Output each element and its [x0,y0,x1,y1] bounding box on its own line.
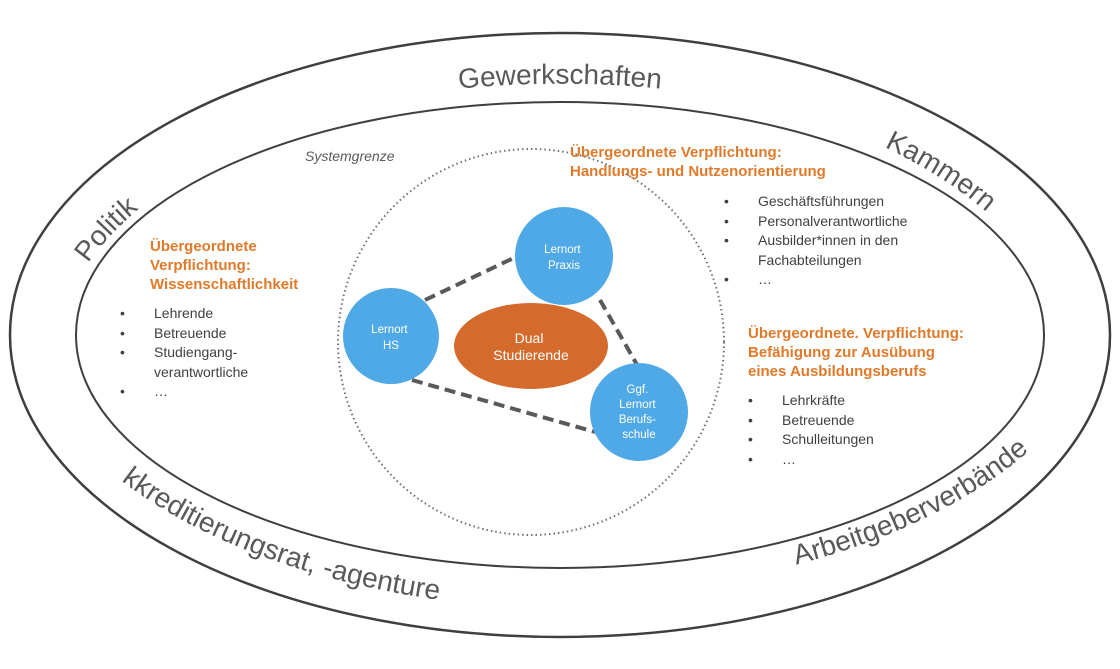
list-item: … [744,450,964,470]
system-boundary-label: Systemgrenze [305,148,395,164]
connector-praxis-berufsschule [598,299,642,371]
node-lernort-hs-label: Lernort HS [371,324,411,352]
heading-wissenschaftlichkeit: Übergeordnete Verpflichtung: Wissenschaf… [150,238,299,293]
node-lernort-hs [343,288,439,384]
system-boundary-circle [337,148,725,536]
node-lernort-praxis-label: Lernort Praxis [544,244,584,272]
list-item: Studiengang-verantwortliche [116,343,298,382]
list-item: Schulleitungen [744,430,964,450]
node-lernort-berufsschule [590,363,688,461]
list-ausbildungsberuf: Lehrkräfte Betreuende Schulleitungen … [744,391,964,469]
list-item: Lehrkräfte [744,391,964,411]
list-item: Geschäftsführungen [720,192,907,212]
connector-hs-praxis [424,253,521,302]
list-item: … [116,382,298,402]
block-wissenschaftlichkeit: Übergeordnete Verpflichtung: Wissenschaf… [120,237,299,402]
node-lernort-berufsschule-label: Ggf. Lernort Berufs- schule [619,384,659,441]
list-item: Personalverantwortliche [720,212,907,232]
connector-hs-berufsschule [411,378,596,434]
heading-ausbildungsberuf: Übergeordnete. Verpflichtung: Befähigung… [748,325,964,380]
block-handlungsorientierung: Übergeordnete Verpflichtung: Handlungs- … [570,143,907,290]
list-item: Betreuende [116,324,298,344]
list-handlungsorientierung: Geschäftsführungen Personalverantwortlic… [720,192,907,290]
list-item: Betreuende [744,411,964,431]
block-ausbildungsberuf: Übergeordnete. Verpflichtung: Befähigung… [748,324,964,469]
node-dual-studierende-label: Dual Studierende [493,330,569,363]
heading-handlungsorientierung: Übergeordnete Verpflichtung: Handlungs- … [570,144,826,180]
list-wissenschaftlichkeit: Lehrende Betreuende Studiengang-verantwo… [116,304,298,402]
node-lernort-praxis [515,207,613,305]
label-gewerkschaften: Gewerkschaften [457,59,664,95]
list-item: Lehrende [116,304,298,324]
node-dual-studierende [454,303,608,389]
list-item: … [720,270,907,290]
